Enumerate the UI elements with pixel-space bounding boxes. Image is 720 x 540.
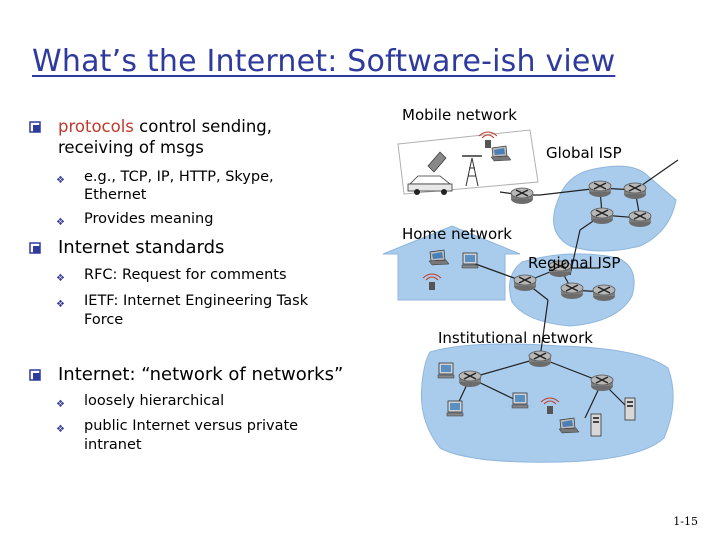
square-bullet-icon	[29, 242, 41, 254]
sub-bullet-text-cont: Force	[84, 312, 124, 328]
home-network-label: Home network	[402, 225, 512, 243]
sub-bullet-text: Provides meaning	[84, 211, 214, 227]
router-icon	[528, 350, 552, 368]
diamond-bullet-icon: ❖	[56, 424, 65, 435]
sub-bullet-text: RFC: Request for comments	[84, 267, 287, 283]
bullet-text: control sending,	[133, 117, 273, 136]
desktop-pc-icon	[461, 252, 479, 269]
router-icon	[592, 284, 616, 302]
sub-bullet-text: IETF: Internet Engineering Task	[84, 293, 309, 309]
router-icon	[628, 210, 652, 228]
highlight-protocols: protocols	[58, 117, 134, 136]
mobile-network-label: Mobile network	[402, 106, 517, 124]
router-icon	[560, 282, 584, 300]
router-icon	[513, 274, 537, 292]
square-bullet-icon	[29, 369, 41, 381]
sub-bullet-text: e.g., TCP, IP, HTTP, Skype,	[84, 169, 274, 185]
desktop-pc-icon	[446, 400, 464, 417]
diamond-bullet-icon: ❖	[56, 273, 65, 284]
institutional-network-label: Institutional network	[438, 329, 593, 347]
diamond-bullet-icon: ❖	[56, 399, 65, 410]
global-isp-region	[553, 165, 677, 252]
sub-bullet-text-cont: intranet	[84, 437, 142, 453]
global-isp-label: Global ISP	[546, 144, 622, 162]
bullet-text: Internet standards	[58, 237, 225, 258]
bullet-text-cont: receiving of msgs	[58, 138, 204, 157]
server-icon	[590, 413, 602, 437]
square-bullet-icon	[29, 121, 41, 133]
desktop-pc-icon	[437, 362, 455, 379]
bullet-text: Internet: “network of networks”	[58, 364, 344, 385]
page-number: 1-15	[673, 515, 698, 528]
diamond-bullet-icon: ❖	[56, 217, 65, 228]
sub-bullet-text: loosely hierarchical	[84, 393, 225, 409]
home-network-house	[382, 225, 521, 301]
regional-isp-label: Regional ISP	[528, 254, 621, 272]
sub-bullet-text-cont: Ethernet	[84, 187, 147, 203]
router-icon	[590, 207, 614, 225]
server-icon	[624, 397, 636, 421]
router-icon	[590, 374, 614, 392]
diamond-bullet-icon: ❖	[56, 175, 65, 186]
sub-bullet-text: public Internet versus private	[84, 418, 299, 434]
desktop-pc-icon	[511, 392, 529, 409]
cell-tower-icon	[462, 155, 482, 187]
router-icon	[458, 370, 482, 388]
router-icon	[510, 187, 534, 205]
phone-icon	[427, 151, 447, 173]
car-icon	[407, 175, 453, 195]
slide-title: What’s the Internet: Software-ish view	[32, 44, 616, 79]
diamond-bullet-icon: ❖	[56, 299, 65, 310]
router-icon	[623, 182, 647, 200]
router-icon	[588, 180, 612, 198]
